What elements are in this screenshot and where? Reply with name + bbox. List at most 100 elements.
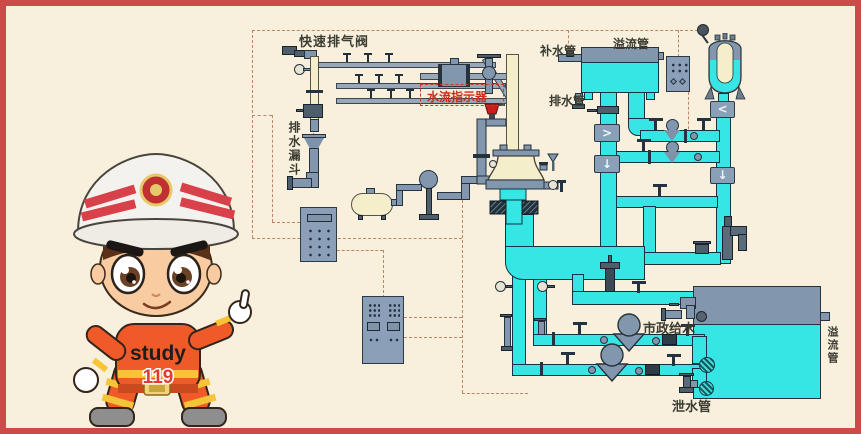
- pipe-joint: [652, 337, 660, 345]
- tap-handle: [500, 314, 512, 317]
- dashed-panel2-right-b: [404, 337, 462, 338]
- reservoir-drain-label: 泄水管: [672, 399, 712, 414]
- prv-body: [664, 152, 680, 163]
- foot-valve-icon: [699, 357, 715, 373]
- gate-valve-icon: [696, 118, 712, 130]
- sprinkler-head-icon: [343, 53, 351, 62]
- test-line-drop: [738, 234, 747, 251]
- sprinkler-head-icon: [385, 53, 393, 62]
- check-valve-icon: ↓: [710, 167, 735, 184]
- sprinkler-head-icon: [406, 89, 414, 98]
- foot-valve-icon: [699, 381, 714, 396]
- overflow-top-label: 溢流管: [613, 37, 650, 51]
- sprinkler-head-icon: [395, 74, 403, 83]
- sprinkler-branch-1: [318, 62, 496, 68]
- mascot-boot: [89, 407, 135, 427]
- flange-mark: [540, 362, 543, 376]
- tank-drain-label: 排水管: [549, 94, 586, 108]
- sprinkler-head-icon: [355, 74, 363, 83]
- pump-pedestal: [426, 188, 432, 216]
- shirt-text-study: study: [130, 342, 186, 365]
- safety-valve-cap: [600, 262, 620, 269]
- fire-pump-icon: [595, 343, 629, 382]
- flange-mark: [552, 332, 555, 346]
- tap-handle: [669, 303, 679, 306]
- float-line-drop: [686, 305, 695, 319]
- gate-valve-icon: [631, 281, 647, 293]
- dashed-panel3-down: [688, 92, 689, 134]
- tap-pipe: [504, 317, 511, 348]
- makeup-valve-icon: [566, 50, 574, 57]
- gate-valve-handle: [296, 109, 304, 112]
- air-vessel: [351, 193, 393, 216]
- dashed-inner-vertical: [272, 115, 273, 222]
- dashed-stub: [252, 115, 272, 116]
- branch-pipe-1: [640, 130, 720, 142]
- funnel-inlet-stub: [310, 119, 319, 132]
- safety-valve-icon: [605, 266, 615, 292]
- drain-valve-handle: [693, 241, 711, 244]
- gate-valve-icon: [303, 104, 323, 118]
- gauge-stem: [547, 285, 555, 288]
- gate-valve-icon: [636, 139, 652, 151]
- flange-mark: [438, 64, 441, 87]
- gate-valve-icon: [652, 184, 668, 196]
- mascot-boot: [181, 407, 227, 427]
- check-valve-icon: ↓: [594, 155, 620, 173]
- tap-cap: [679, 387, 694, 393]
- vessel-pipe-c: [396, 184, 422, 191]
- panel-knob: [678, 77, 687, 86]
- alarm-valve-base: [485, 179, 545, 190]
- panel-display: [307, 214, 332, 222]
- test-drain-funnel-icon: [547, 153, 559, 163]
- sprinkler-head-icon: [364, 53, 372, 62]
- pipe-joint: [694, 153, 702, 161]
- water-flow-indicator-label: 水流指示器: [427, 90, 488, 104]
- dashed-connector-bottom: [462, 393, 528, 394]
- riser-d: [512, 268, 526, 376]
- lower-link-pipe: [643, 252, 721, 265]
- gauge-stem: [505, 285, 513, 288]
- sprinkler-head-icon: [387, 89, 395, 98]
- quick-exhaust-valve-label: 快速排气阀: [299, 34, 370, 49]
- tank-control-panel: [666, 56, 690, 92]
- panel-display: [387, 322, 400, 331]
- flow-indicator-callout-box: [420, 84, 504, 106]
- drain-funnel-icon: [304, 138, 324, 148]
- safety-valve-stem: [608, 255, 612, 263]
- tank-leg: [646, 92, 655, 100]
- dashed-to-panel2: [383, 250, 384, 298]
- mascot-eye: [166, 253, 202, 295]
- alarm-valve-bell: [487, 155, 545, 181]
- pump-control-panel: [362, 296, 404, 364]
- cross-pipe: [616, 196, 718, 208]
- vessel-leg: [381, 215, 386, 220]
- dashed-zone-left: [252, 30, 253, 238]
- panel-lamps: [368, 337, 380, 343]
- panel-buttons: [306, 227, 333, 257]
- vessel-leg: [358, 215, 363, 220]
- water-tank-body: [581, 62, 659, 93]
- tap-handle: [534, 318, 546, 321]
- riser-a-valve: [597, 106, 619, 114]
- panel-buttons: [670, 62, 688, 75]
- flange-mark: [306, 90, 323, 93]
- pipe-joint: [600, 336, 608, 344]
- check-valve-icon: >: [594, 124, 620, 142]
- hatched-flange: [489, 200, 507, 215]
- pressure-gauge-icon: [548, 180, 558, 190]
- panel-buttons: [388, 303, 400, 317]
- dashed-to-panel1: [272, 222, 300, 223]
- prv-body: [664, 130, 680, 141]
- diaphragm-pressure-tank: [704, 33, 746, 100]
- sprinkler-head-icon: [367, 89, 375, 98]
- flange-mark: [467, 64, 470, 87]
- alarm-control-panel: [300, 207, 337, 262]
- sprinkler-head-icon: [375, 74, 383, 83]
- pump-base: [419, 214, 439, 220]
- alarm-feed-pipe: [476, 118, 487, 182]
- alarm-valve-cluster: [473, 103, 566, 225]
- gate-valve-icon: [666, 354, 682, 366]
- riser-a-valve-handle: [587, 109, 597, 112]
- pipe-joint: [635, 367, 643, 375]
